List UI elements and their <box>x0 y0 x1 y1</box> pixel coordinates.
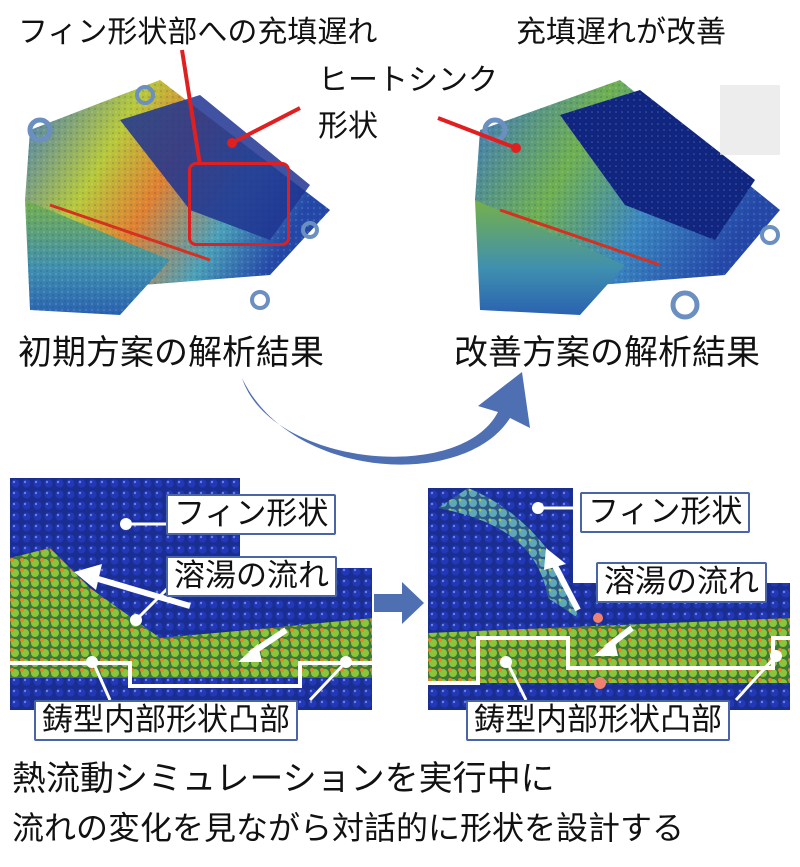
left-flow-overlay <box>74 518 352 702</box>
footer-line-2: 流れの変化を見ながら対話的に形状を設計する <box>12 809 685 847</box>
straight-transition-arrow <box>374 582 424 624</box>
initial-analysis-image <box>10 60 340 325</box>
annotation-heatsink-line1: ヒートシンク <box>318 63 498 98</box>
annotation-improved: 充填遅れが改善 <box>516 15 726 50</box>
annotation-fin-delay: フィン形状部への充填遅れ <box>18 15 378 50</box>
improved-analysis-image <box>450 60 790 325</box>
left-label-fin: フィン形状 <box>166 494 337 535</box>
curved-transition-arrow <box>242 372 530 465</box>
footer-line-1: 熱流動シミュレーションを実行中に <box>12 759 555 799</box>
left-label-flow: 溶湯の流れ <box>166 556 337 597</box>
right-label-convex: 鋳型内部形状凸部 <box>466 700 730 741</box>
annotation-pointer-lines <box>180 49 521 166</box>
left-label-convex: 鋳型内部形状凸部 <box>34 700 298 741</box>
fin-delay-highlight <box>188 162 290 246</box>
right-label-flow: 溶湯の流れ <box>596 562 767 603</box>
caption-improved: 改善方案の解析結果 <box>454 333 760 373</box>
right-flow-overlay <box>500 502 782 702</box>
caption-initial: 初期方案の解析結果 <box>18 333 324 373</box>
annotation-heatsink-line2: 形状 <box>318 109 378 144</box>
right-label-fin: フィン形状 <box>580 492 751 533</box>
